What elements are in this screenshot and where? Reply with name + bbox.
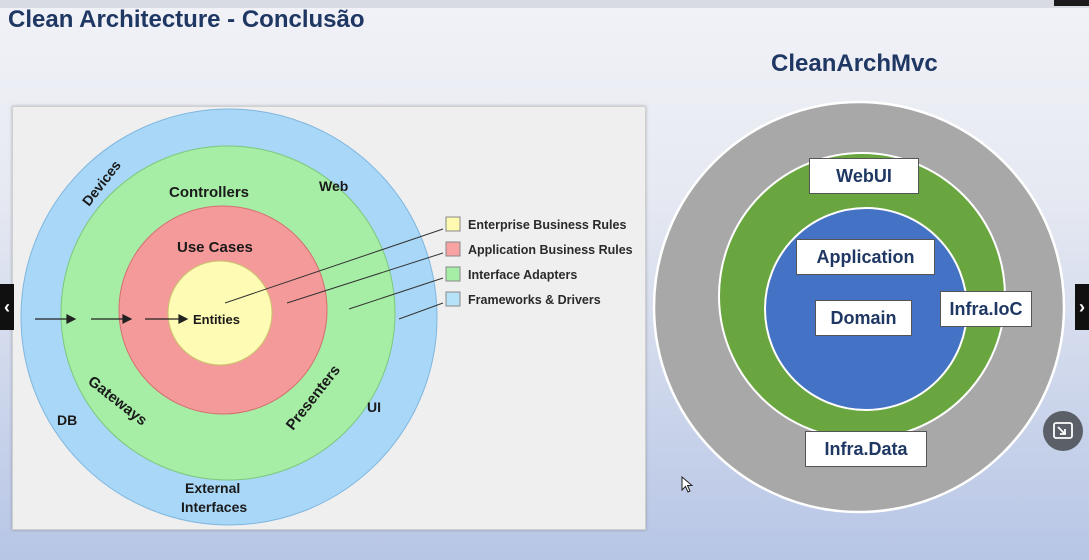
slide-title: Clean Architecture - Conclusão [8, 6, 365, 33]
fit-to-screen-icon [1053, 422, 1073, 439]
fit-to-screen-button[interactable] [1043, 411, 1083, 451]
legend-swatch-application [445, 241, 461, 257]
legend-label-frameworks: Frameworks & Drivers [468, 293, 601, 307]
label-web: Web [319, 178, 348, 194]
chevron-right-icon: › [1079, 296, 1085, 317]
legend: Enterprise Business Rules Application Bu… [445, 216, 633, 307]
corner-block [1054, 0, 1089, 6]
label-controllers: Controllers [169, 184, 249, 201]
clean-architecture-diagram: Devices Web DB UI External Interfaces Co… [12, 106, 646, 530]
right-diagram-title: CleanArchMvc [771, 50, 938, 77]
flow-arrows [35, 314, 189, 324]
chevron-left-icon: ‹ [4, 296, 10, 317]
layer-infra-data: Infra.Data [805, 431, 927, 467]
next-slide-button[interactable]: › [1075, 284, 1089, 330]
legend-label-application: Application Business Rules [468, 243, 633, 257]
label-use-cases: Use Cases [177, 239, 253, 256]
prev-slide-button[interactable]: ‹ [0, 284, 14, 330]
label-external: External [185, 480, 240, 496]
legend-pointer-lines [224, 228, 444, 320]
top-strip [0, 0, 1089, 8]
entities-circle [167, 260, 273, 366]
layer-application: Application [796, 239, 935, 275]
layer-webui: WebUI [809, 158, 919, 194]
label-entities: Entities [193, 312, 240, 327]
label-db: DB [57, 412, 77, 428]
layer-infra-ioc: Infra.IoC [940, 291, 1032, 327]
legend-swatch-frameworks [445, 291, 461, 307]
mouse-cursor-icon [681, 476, 693, 493]
legend-swatch-enterprise [445, 216, 461, 232]
legend-label-interface: Interface Adapters [468, 268, 577, 282]
label-ui: UI [367, 399, 381, 415]
layer-domain: Domain [815, 300, 912, 336]
label-interfaces: Interfaces [181, 499, 247, 515]
legend-swatch-interface [445, 266, 461, 282]
legend-label-enterprise: Enterprise Business Rules [468, 218, 626, 232]
